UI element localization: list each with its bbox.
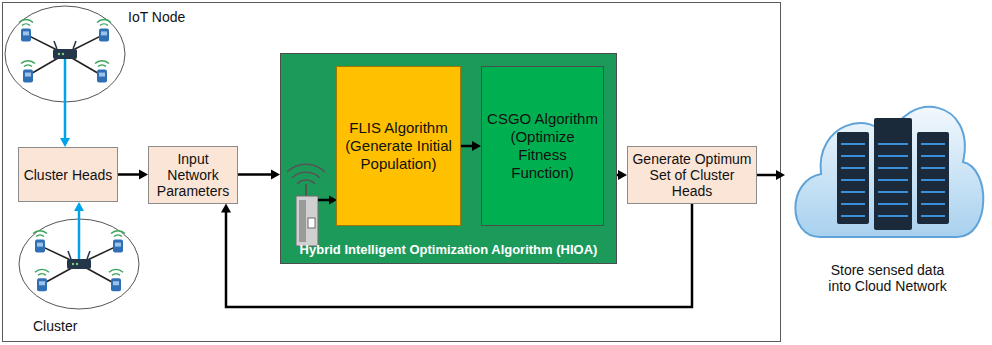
box-text: CSGO Algorithm (Optimize Fitness Functio… xyxy=(486,110,599,182)
box-text: Cluster Heads xyxy=(24,167,113,183)
base-station-icon xyxy=(282,100,342,260)
arrow-head xyxy=(74,202,84,211)
cloud-storage: Store sensed data into Cloud Network xyxy=(785,62,990,330)
connector-arrow xyxy=(461,145,473,148)
cloud-server-icon xyxy=(785,62,990,257)
box-text: FLIS Algorithm (Generate Initial Populat… xyxy=(341,119,456,173)
arrow-head xyxy=(271,170,280,180)
arrow-head xyxy=(472,141,481,151)
algorithm-box: FLIS Algorithm (Generate Initial Populat… xyxy=(336,66,461,226)
frame-border xyxy=(3,3,781,342)
box-text: Input Network Parameters xyxy=(153,151,233,199)
cluster-label: Cluster xyxy=(33,318,77,334)
cluster-ellipse-icon xyxy=(18,218,140,310)
connector-arrow xyxy=(118,173,140,176)
cluster-label: IoT Node xyxy=(128,9,185,25)
arrow-head xyxy=(221,204,231,213)
sensor-cluster: Cluster xyxy=(18,218,140,310)
box-text: Generate Optimum Set of Cluster Heads xyxy=(632,151,752,199)
connector-arrow xyxy=(64,103,67,139)
process-box: Generate Optimum Set of Cluster Heads xyxy=(627,146,757,204)
connector-arrow xyxy=(757,174,777,177)
cluster-ellipse-icon xyxy=(4,5,126,103)
iot-node-cluster: IoT Node xyxy=(4,5,126,103)
band-label: Hybrid Intelligent Optimization Algorith… xyxy=(285,242,612,257)
algorithm-box: CSGO Algorithm (Optimize Fitness Functio… xyxy=(481,66,604,226)
arrow-head xyxy=(776,170,785,180)
process-box: Cluster Heads xyxy=(18,147,118,202)
process-box: Input Network Parameters xyxy=(148,146,238,204)
connector-arrow xyxy=(226,204,692,307)
algorithm-band: Hybrid Intelligent Optimization Algorith… xyxy=(280,53,617,264)
connector-arrow xyxy=(238,173,272,176)
arrow-head xyxy=(618,170,627,180)
arrow-head xyxy=(139,170,148,180)
connector-arrow xyxy=(78,210,81,218)
arrow-head xyxy=(60,138,70,147)
cloud-caption: Store sensed data into Cloud Network xyxy=(818,262,958,294)
